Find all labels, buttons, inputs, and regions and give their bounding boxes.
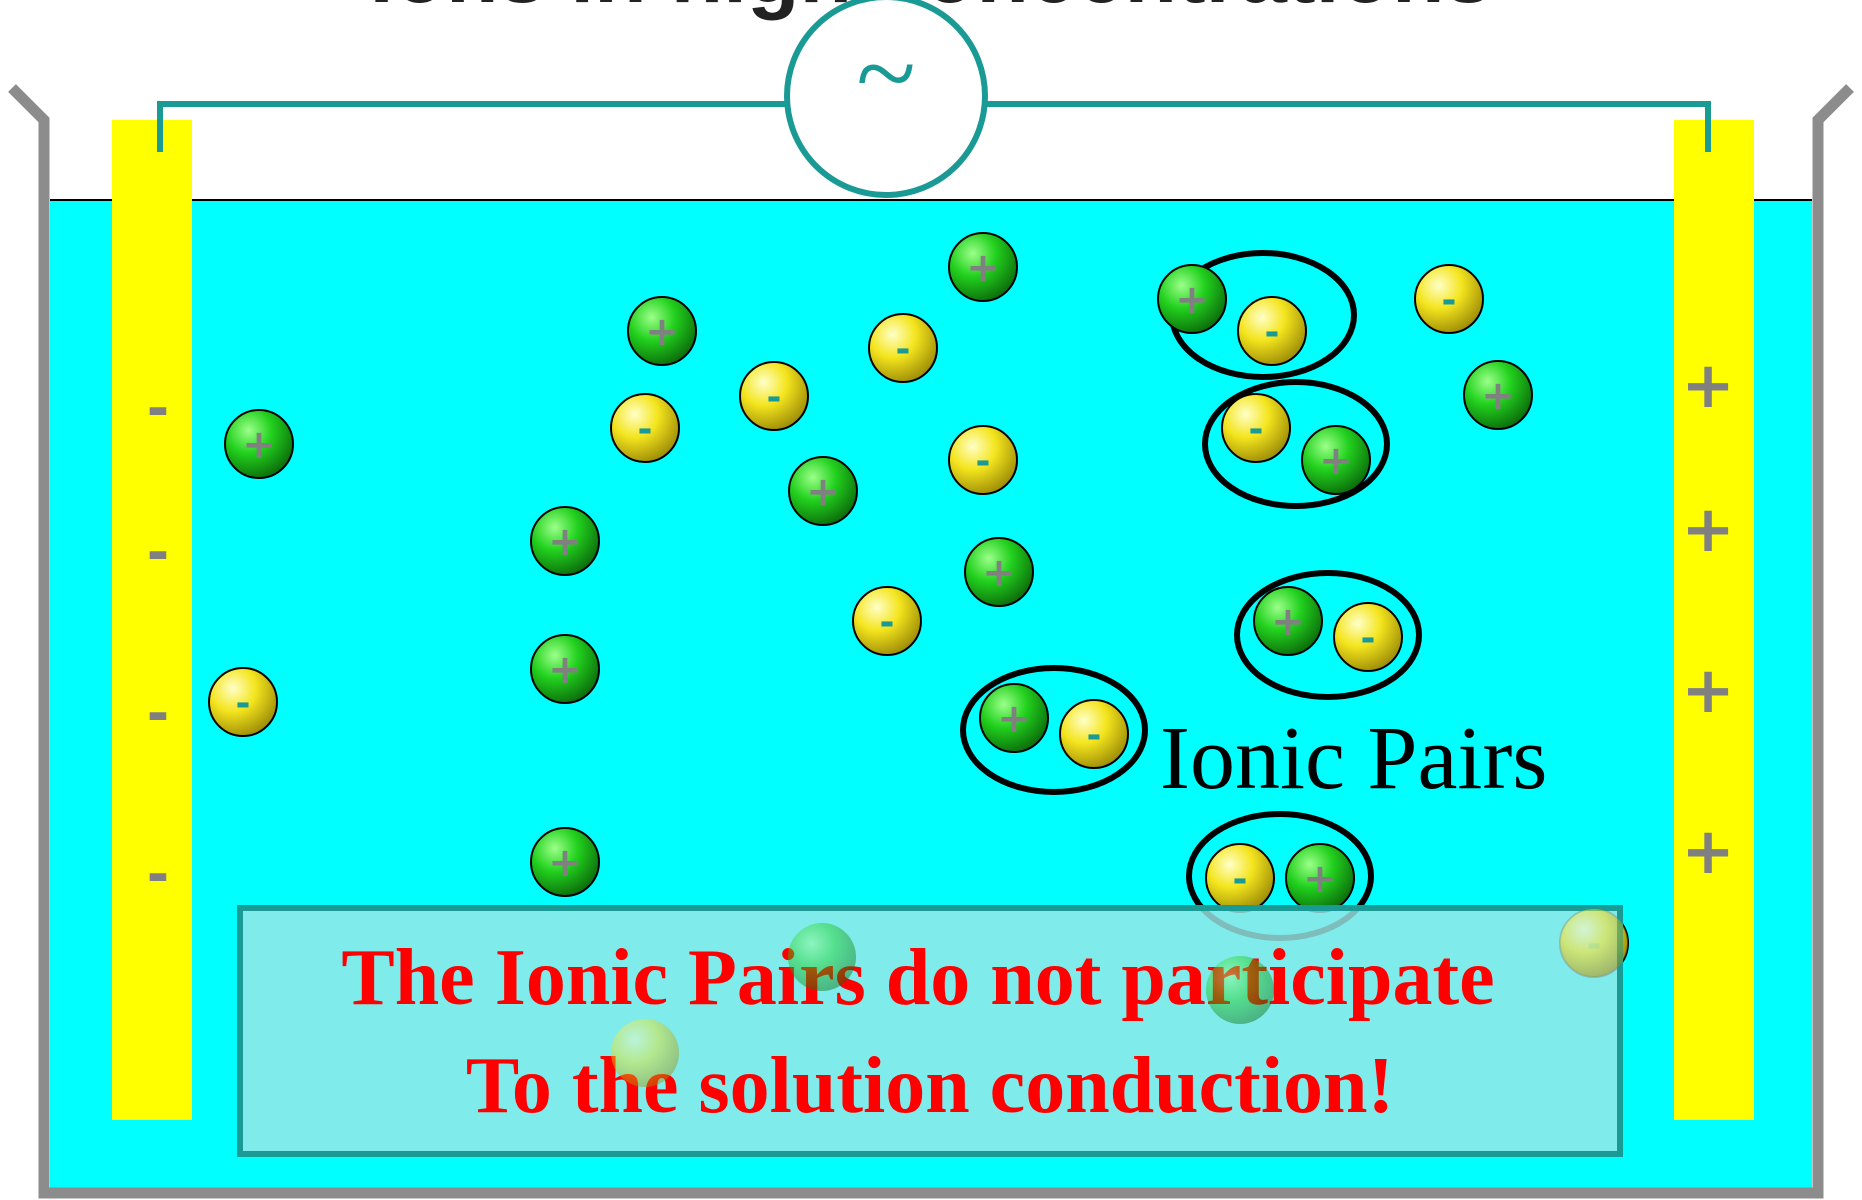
anion-ion: - — [740, 362, 808, 430]
cation-ion: + — [1254, 587, 1322, 655]
cathode-sign: - — [147, 843, 169, 906]
anion-ion: - — [1206, 844, 1274, 912]
cation-sign: + — [548, 519, 582, 565]
cathode-sign: - — [147, 377, 169, 440]
message-line-1: The Ionic Pairs do not participate — [341, 934, 1494, 1022]
cation-ion: + — [949, 233, 1017, 301]
anion-sign: - — [1087, 715, 1102, 756]
anion-ion: - — [1415, 265, 1483, 333]
anode-sign: + — [1681, 654, 1735, 728]
cation-sign: + — [806, 469, 840, 515]
message-line-2: To the solution conduction! — [466, 1042, 1394, 1130]
cation-sign: + — [1481, 373, 1515, 419]
anion-ion: - — [1060, 700, 1128, 768]
cathode-electrode — [112, 120, 192, 1120]
cation-sign: + — [1271, 599, 1305, 645]
anion-ion: - — [949, 426, 1017, 494]
cation-sign: + — [997, 696, 1031, 742]
anion-ion: - — [853, 587, 921, 655]
anode-sign: + — [1681, 349, 1735, 423]
cation-sign: + — [1319, 438, 1353, 484]
cation-ion: + — [1302, 426, 1370, 494]
faded-cation — [1206, 956, 1274, 1024]
cation-ion: + — [628, 297, 696, 365]
cathode-sign: - — [147, 682, 169, 745]
cation-sign: + — [1303, 856, 1337, 902]
ionic-pairs-label: Ionic Pairs — [1160, 709, 1547, 808]
anode-electrode — [1674, 120, 1754, 1120]
anion-sign: - — [1265, 312, 1280, 353]
cation-sign: + — [1175, 277, 1209, 323]
anion-sign: - — [236, 683, 251, 724]
cation-ion: + — [789, 457, 857, 525]
anion-sign: - — [880, 602, 895, 643]
cation-ion: + — [1286, 844, 1354, 912]
cation-sign: + — [548, 840, 582, 886]
cation-sign: + — [982, 550, 1016, 596]
cation-sign: + — [645, 309, 679, 355]
cation-sign: + — [548, 647, 582, 693]
cation-sign: + — [242, 422, 276, 468]
faded-cation — [788, 923, 856, 991]
anion-ion: - — [869, 314, 937, 382]
cation-ion: + — [531, 828, 599, 896]
faded-anion — [1560, 909, 1628, 977]
anode-sign: + — [1681, 815, 1735, 889]
faded-anion — [611, 1019, 679, 1087]
anion-ion: - — [1238, 297, 1306, 365]
cation-ion: + — [1464, 361, 1532, 429]
anion-ion: - — [1334, 603, 1402, 671]
cation-ion: + — [1158, 265, 1226, 333]
cation-ion: + — [531, 507, 599, 575]
anion-sign: - — [1233, 859, 1248, 900]
anion-ion: - — [1222, 394, 1290, 462]
anion-sign: - — [638, 409, 653, 450]
anion-sign: - — [896, 329, 911, 370]
anode-sign: + — [1681, 493, 1735, 567]
anion-sign: - — [1249, 409, 1264, 450]
ac-source-symbol: ~ — [856, 12, 916, 134]
anion-sign: - — [1442, 280, 1457, 321]
anion-sign: - — [767, 377, 782, 418]
cation-ion: + — [531, 635, 599, 703]
cation-ion: + — [965, 538, 1033, 606]
cation-ion: + — [980, 684, 1048, 752]
cathode-sign: - — [147, 521, 169, 584]
cation-ion: + — [225, 410, 293, 478]
anion-sign: - — [1361, 618, 1376, 659]
cation-sign: + — [966, 245, 1000, 291]
anion-ion: - — [209, 668, 277, 736]
anion-sign: - — [976, 441, 991, 482]
anion-ion: - — [611, 394, 679, 462]
